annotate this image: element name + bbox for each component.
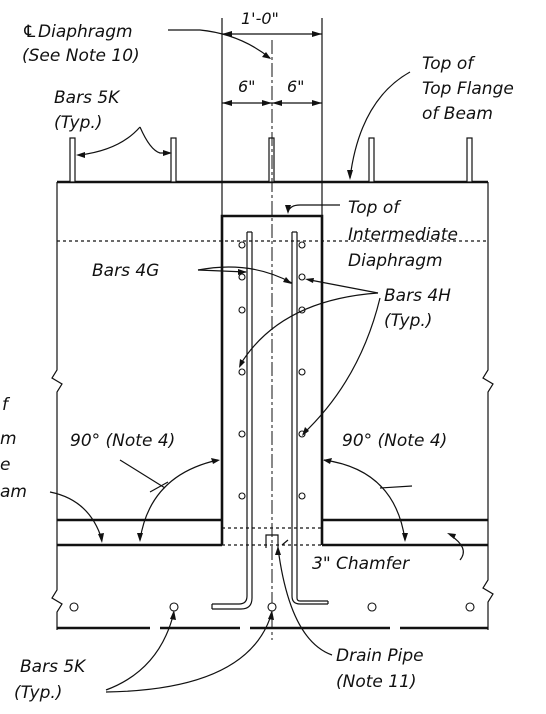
dim-overall-label: 1'-0" xyxy=(241,9,279,28)
drain-pipe-label-1: Drain Pipe xyxy=(336,646,424,666)
see-note-10-label: (See Note 10) xyxy=(22,46,140,66)
slab-left-edge xyxy=(51,182,63,630)
bars-5k-top-label-1: Bars 5K xyxy=(54,88,121,108)
diaphragm-long-bars xyxy=(238,241,306,500)
left-cut-label-4: am xyxy=(0,482,27,502)
left-cut-label-1: f xyxy=(2,395,11,415)
note4-right-label: 90° (Note 4) xyxy=(342,431,447,451)
bars-4g-label: Bars 4G xyxy=(92,261,159,281)
drain-pipe-label-2: (Note 11) xyxy=(336,672,417,692)
bottom-bars-5k xyxy=(69,602,475,612)
bars-5k-bottom-label-1: Bars 5K xyxy=(20,657,87,677)
top-flange-label-3: of Beam xyxy=(422,104,493,124)
bars-5k-bottom-label-2: (Typ.) xyxy=(14,683,62,703)
top-intermediate-label-3: Diaphragm xyxy=(348,251,443,271)
top-bars-5k xyxy=(69,137,473,183)
bars-4h-label-1: Bars 4H xyxy=(384,286,451,306)
leaders xyxy=(49,29,464,693)
chamfer-label: 3" Chamfer xyxy=(312,554,410,574)
slab-right-edge xyxy=(482,182,494,630)
bars-5k-top-label-2: (Typ.) xyxy=(54,113,102,133)
stirrup-bars xyxy=(211,231,329,610)
cl-symbol: ℄ xyxy=(22,22,37,42)
top-flange-label-2: Top Flange xyxy=(422,79,514,99)
diaphragm-outline xyxy=(220,214,324,545)
drain-pipe xyxy=(265,534,279,548)
left-cut-label-3: e xyxy=(0,455,10,475)
dim-right-label: 6" xyxy=(287,77,305,96)
bars-4h-label-2: (Typ.) xyxy=(384,311,432,331)
left-cut-label-2: m xyxy=(0,429,17,449)
dimension-lines xyxy=(221,18,323,232)
top-flange-label-1: Top of xyxy=(422,54,476,74)
top-intermediate-label-1: Top of xyxy=(348,198,402,218)
top-intermediate-label-2: Intermediate xyxy=(348,225,458,245)
note4-left-label: 90° (Note 4) xyxy=(70,431,175,451)
dim-left-label: 6" xyxy=(238,77,256,96)
cl-diaphragm-label: Diaphragm xyxy=(38,22,133,42)
